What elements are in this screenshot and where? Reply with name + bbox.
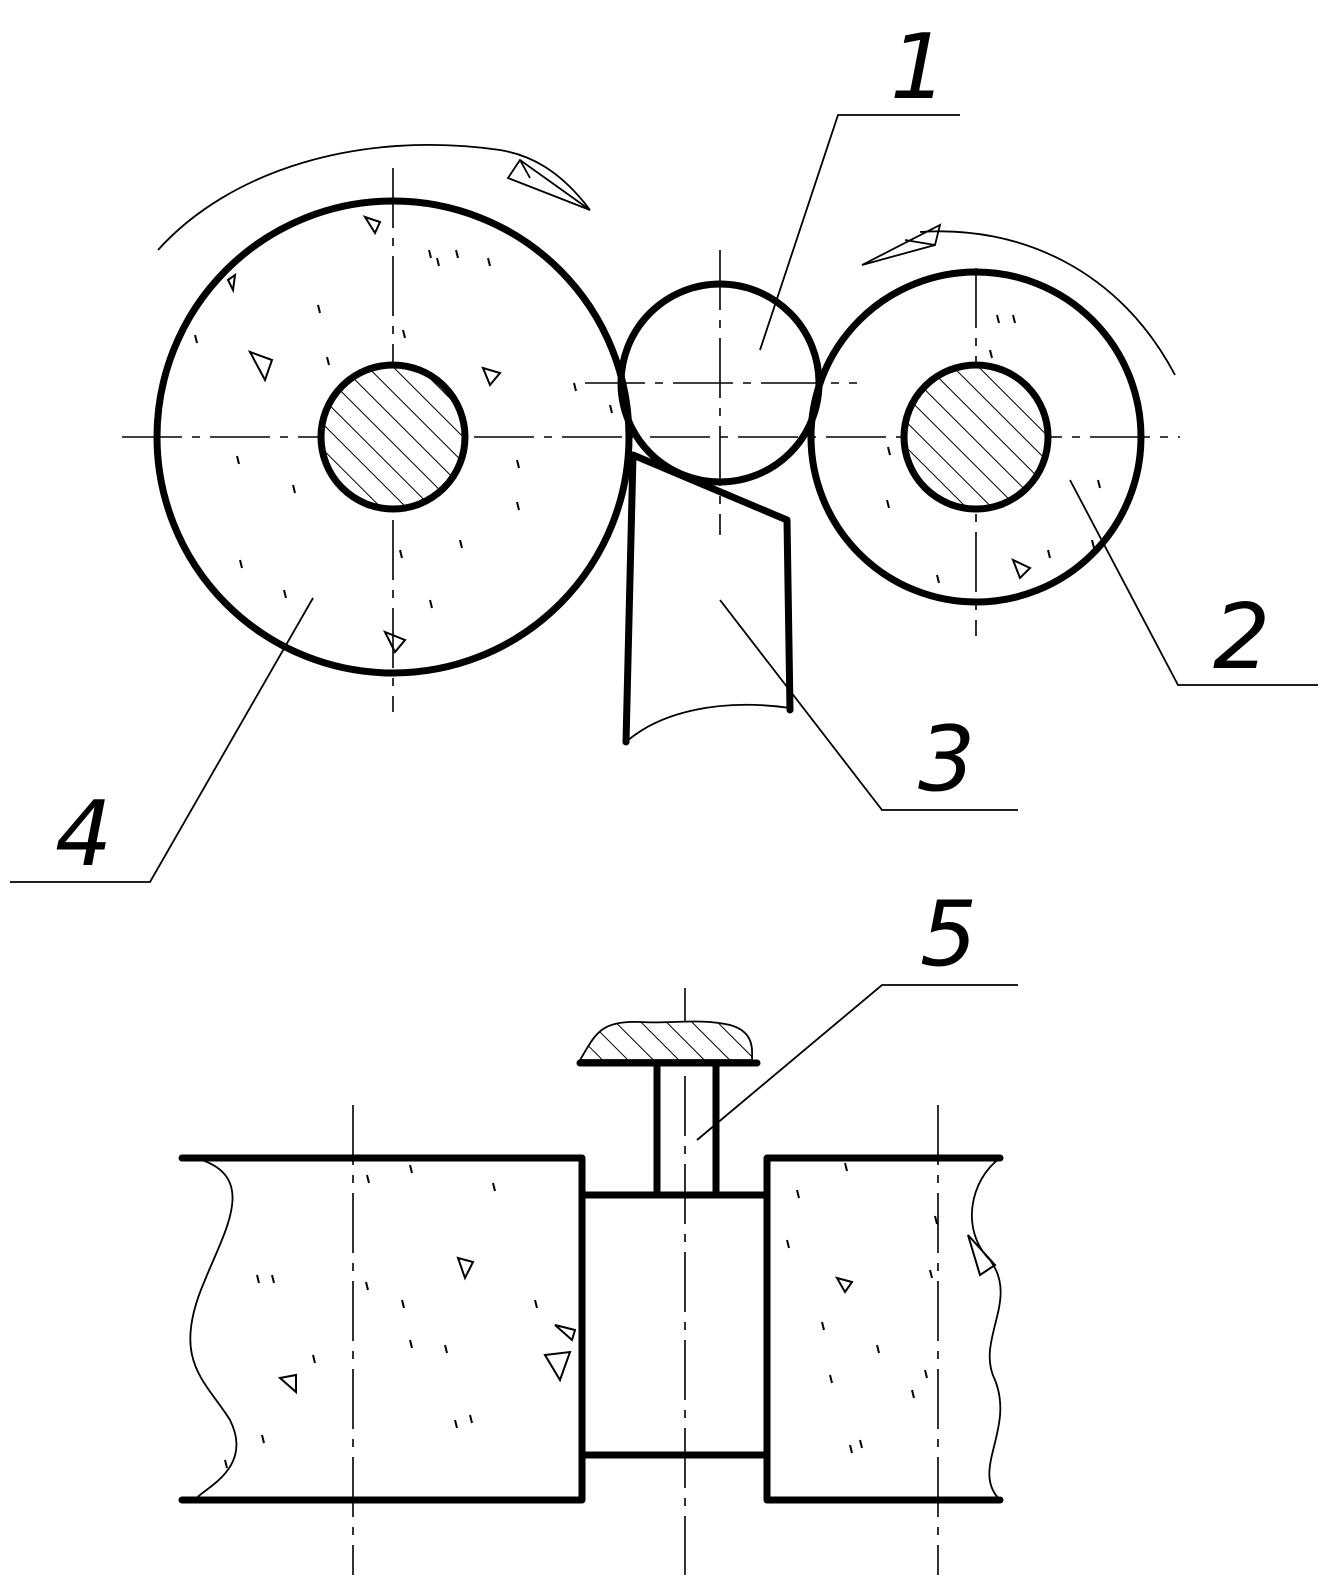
grinding-wheel [153, 197, 633, 677]
rotation-arrow-right-wheel [861, 223, 1176, 376]
regulating-wheel [807, 268, 1145, 606]
leader-line-1 [759, 114, 960, 351]
leader-line-3 [719, 599, 1018, 811]
abrasive-texture [194, 215, 1101, 654]
right-wheel-section [763, 1154, 1004, 1504]
work-rest-blade [622, 451, 794, 746]
abrasive-texture-bottom [224, 1162, 997, 1469]
callout-2: 2 [1213, 585, 1270, 690]
bottom-view: 5 [178, 882, 1018, 1575]
leader-line-2 [1069, 479, 1318, 686]
leader-line-4 [10, 597, 314, 883]
right-wheel-break-line [970, 1157, 1002, 1501]
top-view: 1 2 3 4 [10, 15, 1318, 887]
grinding-wheel-shaft [317, 361, 469, 513]
shaft-hub [578, 1191, 771, 1459]
regulating-wheel-shaft [900, 361, 1052, 513]
leader-line-5 [696, 984, 1018, 1141]
callout-1: 1 [890, 15, 947, 120]
rotation-arrow-left-wheel [157, 144, 591, 251]
support-post [653, 1061, 720, 1199]
callout-3: 3 [918, 707, 975, 812]
callout-4: 4 [55, 782, 112, 887]
support-post-cap [578, 1020, 753, 1061]
left-wheel-section [178, 1154, 586, 1504]
callout-5: 5 [920, 882, 977, 987]
work-rest-blade-break-line [625, 703, 791, 743]
left-wheel-break-line [189, 1157, 238, 1501]
